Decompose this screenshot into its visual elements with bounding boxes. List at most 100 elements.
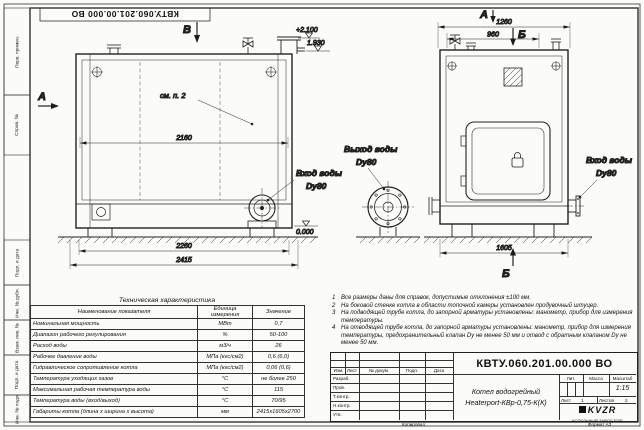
furnace-door bbox=[460, 121, 551, 201]
tech-cell: Максимальная рабочая температура воды bbox=[30, 384, 198, 396]
tb-role-razrab: Разраб. bbox=[333, 376, 350, 381]
tb-line bbox=[331, 360, 453, 361]
tech-cell: Температура воды (вход/выход) bbox=[30, 395, 198, 407]
tech-cell: Расход воды bbox=[30, 340, 198, 352]
frame-strip-inv-podl: Инв. № подл. bbox=[14, 393, 20, 424]
view-mark-a-top: А bbox=[479, 9, 488, 21]
title-block: Изм. Лист № докум. Подп. Дата Разраб. Пр… bbox=[330, 352, 638, 423]
tech-cell: °С bbox=[197, 384, 253, 396]
tb-line bbox=[331, 367, 453, 368]
view-mark-a-left: А bbox=[37, 91, 46, 103]
tech-characteristics: Техническая характеристика Наименование … bbox=[30, 297, 305, 418]
copied-label: Копировал bbox=[402, 422, 426, 427]
tech-cell: м3/ч bbox=[197, 340, 253, 352]
frame-strip-inv-dubl: Инв. № дубл. bbox=[14, 287, 20, 318]
see-note-2-callout: см. п. 2 bbox=[160, 91, 186, 100]
door-lock-handle bbox=[511, 152, 524, 168]
note-text: На боковой стенке котла в области топочн… bbox=[341, 302, 599, 309]
logo-row: KVZR bbox=[578, 400, 617, 418]
tech-header-value: Значение bbox=[252, 305, 305, 319]
company-logo: KVZR КОТЕЛЬНЫЙ ЗАВОД РЭП bbox=[559, 400, 636, 423]
product-name: Котел водогрейный Heaterport-КВр-0,75-К(… bbox=[453, 374, 559, 420]
tb-line bbox=[575, 382, 576, 396]
inspection-hatch bbox=[503, 67, 523, 87]
tb-sheet-value: 1 bbox=[581, 397, 584, 403]
tech-cell: % bbox=[197, 329, 253, 341]
front-bottom-fixture bbox=[91, 203, 111, 221]
tb-line bbox=[331, 392, 453, 393]
tb-line bbox=[559, 403, 636, 404]
note-number: 4 bbox=[332, 325, 336, 331]
frame-strip-podp-data-1: Подп. и дата bbox=[14, 248, 20, 277]
tech-cell: не более 250 bbox=[252, 373, 305, 385]
tech-cell: Габариты котла (длина х ширина х высота) bbox=[30, 406, 198, 418]
tech-header-unit: Единица измерения bbox=[197, 305, 253, 319]
frame-strip-vzam-inv: Взам. инв. № bbox=[14, 322, 20, 353]
product-line-2: Heaterport-КВр-0,75-К(К) bbox=[465, 398, 547, 407]
outlet-dn-label: Dy80 bbox=[356, 157, 377, 167]
tech-header-name: Наименование показателя bbox=[30, 305, 198, 319]
lifting-lugs bbox=[91, 66, 277, 78]
centerlines bbox=[244, 188, 280, 228]
tech-table-title: Техническая характеристика bbox=[118, 297, 216, 304]
frame-strip-perv-primen: Перв. примен. bbox=[14, 35, 20, 68]
tb-sheets-value: 2 bbox=[625, 397, 628, 403]
tech-cell: 2415х1605х2700 bbox=[252, 406, 305, 418]
water-inlet-flange-front bbox=[244, 188, 280, 229]
inlet-side-dn-label: Dy80 bbox=[596, 168, 617, 178]
callouts: см. п. 2 Выход воды Dy80 Вход воды Dy80 … bbox=[160, 91, 633, 202]
ground-hatch bbox=[359, 236, 421, 244]
note-number: 1 bbox=[332, 295, 336, 301]
lifting-lugs bbox=[447, 61, 561, 71]
frame-strip-podp-data-2: Подп. и дата bbox=[14, 360, 20, 390]
dim-2415-label: 2415 bbox=[175, 257, 192, 264]
tb-line bbox=[331, 383, 453, 384]
ground-hatch bbox=[57, 236, 317, 244]
tb-col-izm: Изм. bbox=[333, 368, 344, 373]
tech-cell: МПа (кгс/см2) bbox=[197, 362, 253, 374]
tech-cell: Диапазон рабочего регулирования bbox=[30, 329, 198, 341]
water-inlet-flange-side bbox=[566, 195, 584, 217]
tech-header-row: Наименование показателя Единица измерени… bbox=[30, 305, 305, 319]
tech-cell: 0,06 (0,6) bbox=[252, 362, 305, 374]
tb-line bbox=[559, 374, 560, 420]
tb-line bbox=[583, 374, 584, 396]
level-plus-2100: +2.100 bbox=[296, 27, 318, 34]
tb-line bbox=[331, 374, 636, 375]
boiler-side-view bbox=[423, 34, 593, 244]
tech-cell: 0,6 (6,0) bbox=[252, 351, 305, 363]
note-2: 2 На боковой стенке котла в области топоч… bbox=[332, 303, 638, 311]
tb-line bbox=[559, 382, 636, 383]
tech-cell: °С bbox=[197, 395, 253, 407]
tech-cell: 50-100 bbox=[252, 329, 305, 341]
level-1930: 1.930 bbox=[307, 40, 325, 47]
boiler-front-view bbox=[75, 36, 305, 229]
tb-line bbox=[609, 374, 610, 396]
tb-line bbox=[359, 353, 360, 420]
tb-lit-label: Лит. bbox=[566, 375, 576, 381]
outlet-label: Выход воды bbox=[344, 144, 398, 154]
tb-col-list: Лист bbox=[347, 368, 357, 373]
tech-cell: Номинальная мощность bbox=[30, 318, 198, 330]
logo-mark-icon bbox=[578, 406, 586, 413]
section-marks: В А А Б Б bbox=[37, 9, 527, 281]
tb-mass-label: Масса bbox=[589, 375, 603, 381]
inlet-side-label: Вход воды bbox=[586, 155, 633, 165]
chimney-stub bbox=[277, 36, 305, 54]
tb-role-prov: Пров. bbox=[333, 385, 346, 390]
dimensions: 2160 2260 2415 1260 960 1605 bbox=[69, 19, 571, 269]
dim-1260-label: 1260 bbox=[496, 19, 512, 26]
note-number: 2 bbox=[332, 302, 336, 309]
tb-role-nkontr: Н.контр. bbox=[333, 403, 351, 408]
view-mark-b-top: В bbox=[183, 24, 191, 36]
tech-cell: 70/95 bbox=[252, 395, 305, 407]
